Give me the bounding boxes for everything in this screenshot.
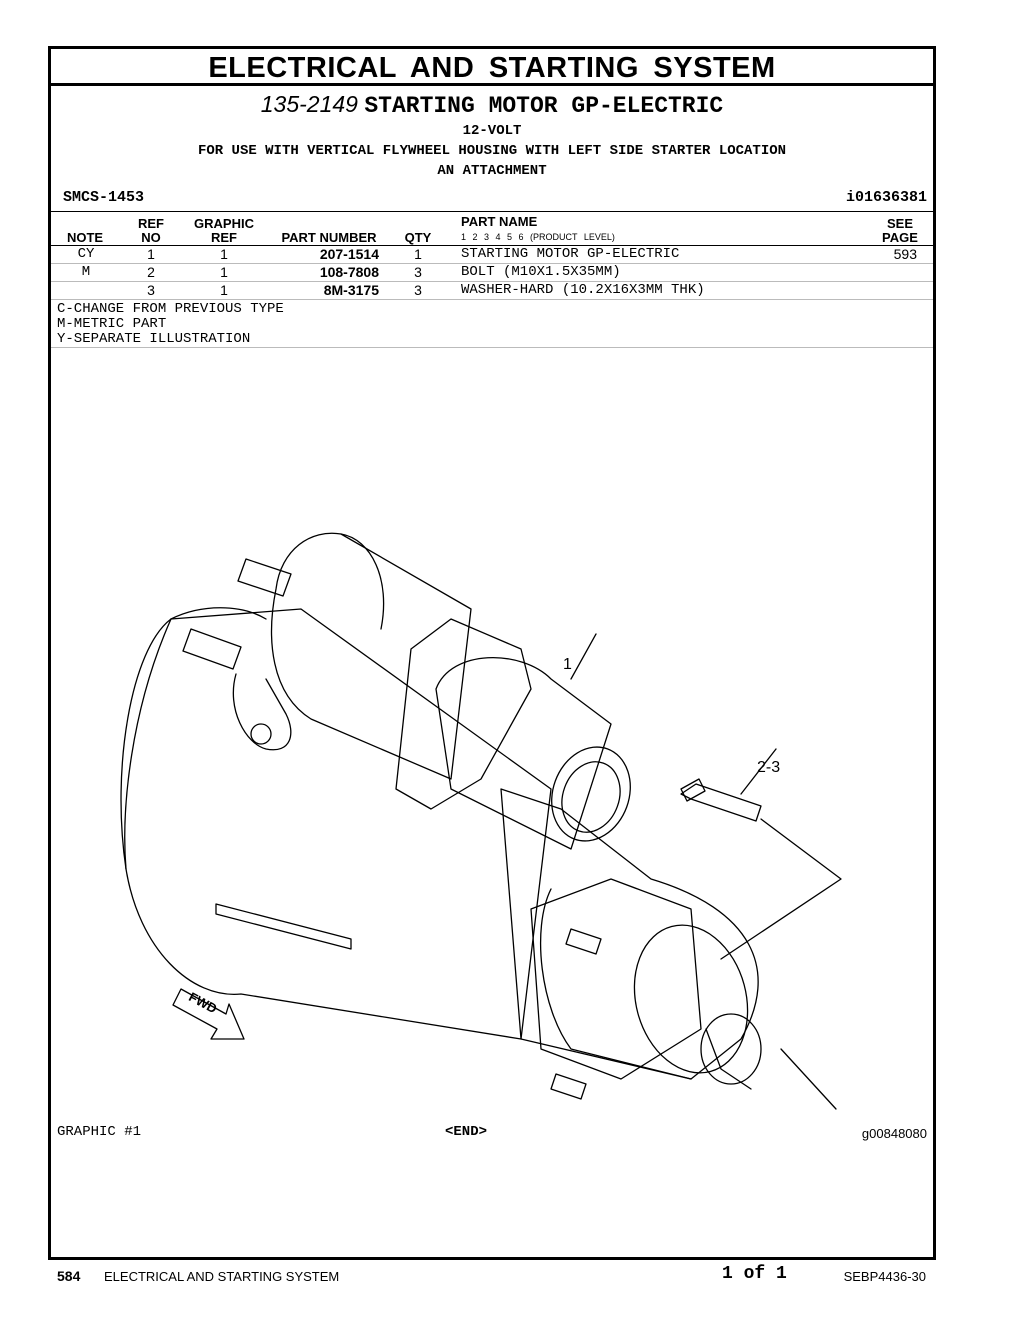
row3-part-name: WASHER-HARD (10.2X16X3MM THK) [461, 282, 705, 298]
motor-seam [215, 903, 352, 950]
fwd-arrow [172, 988, 245, 1040]
col-graphic-ref-top: GRAPHIC [194, 216, 254, 231]
col-ref-no-top: REF [138, 216, 164, 231]
legend-note: Y-SEPARATE ILLUSTRATION [57, 331, 251, 347]
row1-part-name: STARTING MOTOR GP-ELECTRIC [461, 246, 680, 262]
callout-2-leader [740, 748, 777, 795]
shaft-centerline [780, 1048, 837, 1110]
row3-ref-no: 3 [147, 282, 155, 298]
pinion-gear [700, 1013, 762, 1085]
part-group-name: STARTING MOTOR GP-ELECTRIC [364, 93, 724, 119]
row1-qty: 1 [414, 246, 422, 262]
notes-rule [51, 347, 933, 348]
header-rule [51, 245, 933, 246]
row2-part-name: BOLT (M10X1.5X35MM) [461, 264, 621, 280]
legend-notes: C-CHANGE FROM PREVIOUS TYPE M-METRIC PAR… [57, 302, 284, 347]
solenoid-body [270, 532, 472, 780]
motor-body [120, 608, 552, 1040]
col-graphic-ref-bottom: REF [211, 230, 237, 245]
col-note: NOTE [66, 230, 104, 245]
part-group-heading: 135-2149 STARTING MOTOR GP-ELECTRIC [51, 91, 933, 119]
callout-1: 1 [563, 656, 572, 673]
footer-section-title: ELECTRICAL AND STARTING SYSTEM [104, 1269, 340, 1284]
starting-motor-illustration: 1 2-3 FWD [120, 532, 842, 1110]
col-part-number: PART NUMBER [281, 230, 377, 245]
row2-qty: 3 [414, 264, 422, 280]
solenoid-end [551, 746, 631, 842]
row1-see-page: 593 [893, 246, 917, 262]
solenoid-flange [395, 618, 532, 810]
terminal-strap [232, 673, 292, 751]
row-rule [51, 299, 933, 300]
row3-qty: 3 [414, 282, 422, 298]
row1-ref-no: 1 [147, 246, 155, 262]
pinion-housing [633, 924, 749, 1074]
row2-part-number: 108-7808 [319, 264, 379, 280]
product-levels: 1 2 3 4 5 6 (PRODUCT LEVEL) [461, 232, 615, 242]
flange-stud [550, 1073, 587, 1100]
bolt-centerline [720, 818, 842, 960]
col-see-page-top: SEE [886, 216, 913, 231]
end-marker: <END> [445, 1124, 488, 1140]
attachment-line: AN ATTACHMENT [437, 163, 547, 179]
usage-line: FOR USE WITH VERTICAL FLYWHEEL HOUSING W… [197, 143, 787, 159]
mounting-bolt [680, 783, 762, 822]
row1-part-number: 207-1514 [319, 246, 379, 262]
row1-note: CY [77, 246, 95, 262]
illustration-id: i01636381 [845, 189, 927, 206]
col-ref-no-bottom: NO [141, 230, 161, 245]
page-frame: ELECTRICAL AND STARTING SYSTEM 135-2149 … [48, 46, 936, 1260]
fwd-label: FWD [186, 989, 219, 1016]
row2-graphic-ref: 1 [220, 264, 228, 280]
graphic-number: g00848080 [861, 1126, 927, 1141]
row1-graphic-ref: 1 [220, 246, 228, 262]
row3-graphic-ref: 1 [220, 282, 228, 298]
callout-1-leader [570, 633, 597, 680]
col-see-page-bottom: PAGE [882, 230, 918, 245]
legend-note: C-CHANGE FROM PREVIOUS TYPE [57, 301, 284, 317]
row-rule [51, 281, 933, 282]
terminal-stud [237, 558, 292, 597]
callout-2-3: 2-3 [757, 759, 780, 776]
mounting-flange [530, 878, 702, 1080]
legend-note: M-METRIC PART [57, 316, 167, 332]
graphic-label: GRAPHIC #1 [57, 1124, 142, 1140]
col-qty: QTY [404, 230, 432, 245]
part-group-number: 135-2149 [260, 91, 358, 117]
row-rule [51, 263, 933, 264]
page-of-indicator: 1 of 1 [722, 1264, 787, 1284]
section-title: ELECTRICAL AND STARTING SYSTEM [51, 49, 933, 86]
nose-housing [500, 788, 759, 1080]
terminal-screw [250, 723, 272, 745]
document-number: SEBP4436-30 [843, 1269, 926, 1284]
flange-stud [565, 928, 602, 955]
row2-ref-no: 2 [147, 264, 155, 280]
terminal-stud [182, 628, 242, 670]
table-top-rule [51, 211, 933, 212]
row2-note: M [81, 264, 91, 280]
voltage-line: 12-VOLT [462, 123, 522, 139]
col-part-name: PART NAME [461, 214, 538, 229]
page-number: 584 [57, 1268, 81, 1284]
smcs-code: SMCS-1453 [63, 189, 145, 206]
solenoid-cap [435, 656, 612, 850]
row3-part-number: 8M-3175 [323, 282, 379, 298]
